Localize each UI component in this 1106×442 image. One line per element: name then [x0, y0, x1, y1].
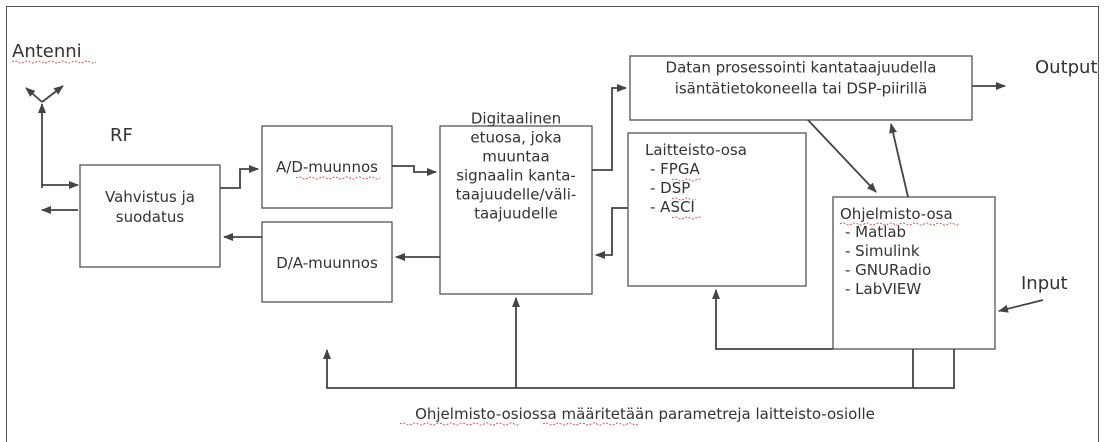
diagram-frame — [6, 6, 1099, 442]
text-line: suodatus — [116, 208, 185, 226]
antenna-label: Antenni — [12, 41, 82, 62]
hardware-box — [627, 132, 807, 287]
text-line: etuosa, joka — [470, 129, 561, 147]
text-line: Datan prosessointi kantataajuudella — [666, 59, 937, 77]
text-line: - FPGA — [650, 160, 700, 178]
text-line: - GNURadio — [845, 261, 931, 279]
footer-caption: Ohjelmisto-osiossa määritetään parametre… — [415, 405, 875, 423]
text-line: - Matlab — [845, 223, 906, 241]
software-items: - Matlab- Simulink- GNURadio- LabVIEW — [845, 223, 931, 298]
adc-text: A/D-muunnos — [276, 158, 378, 176]
text-line: A/D-muunnos — [276, 158, 378, 176]
connection-lines — [220, 82, 1044, 389]
software-box — [832, 196, 996, 350]
amp-filter-text: Vahvistus ja suodatus — [105, 188, 195, 226]
output-label: Output — [1035, 57, 1098, 78]
amp-filter-box — [79, 164, 221, 268]
processing-text: Datan prosessointi kantataajuudella isänt… — [666, 59, 937, 98]
text-line: D/A-muunnos — [276, 254, 378, 272]
text-line: - ASCI — [650, 198, 695, 216]
text-line: - Simulink — [845, 242, 920, 260]
software-title: Ohjelmisto-osa — [840, 205, 953, 223]
digital-frontend-box — [439, 125, 593, 295]
hardware-items: - FPGA- DSP- ASCI — [650, 160, 700, 216]
adc-box — [261, 125, 393, 209]
hardware-title: Laitteisto-osa — [645, 141, 747, 159]
rf-label: RF — [110, 125, 133, 146]
text-line: taajuudelle — [474, 205, 558, 223]
text-line: taajuudelle/väli- — [456, 186, 577, 204]
text-line: - DSP — [650, 179, 690, 197]
text-line: Vahvistus ja — [105, 188, 195, 206]
input-label: Input — [1021, 273, 1068, 294]
text-line: signaalin kanta- — [456, 167, 576, 185]
processing-box — [629, 55, 973, 121]
text-line: - LabVIEW — [845, 280, 921, 298]
text-line: Digitaalinen — [471, 110, 561, 128]
text-line: isäntätietokoneella tai DSP-piirillä — [675, 80, 928, 98]
text-line: muuntaa — [482, 148, 549, 166]
dac-text: D/A-muunnos — [276, 254, 378, 272]
dac-box — [261, 221, 393, 303]
antenna-icon — [25, 85, 79, 214]
